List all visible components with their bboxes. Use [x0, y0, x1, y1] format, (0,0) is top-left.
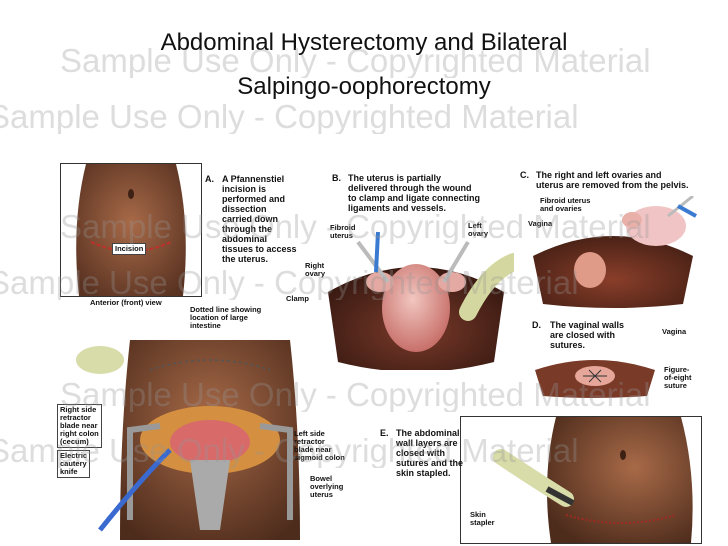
- uterus-delivery-illustration: [328, 231, 514, 370]
- incision-label: Incision: [112, 243, 147, 255]
- panel-d-letter: D.: [532, 320, 541, 330]
- panel-b-caption: The uterus is partially delivered throug…: [348, 173, 481, 213]
- panel-e-image: [460, 416, 702, 544]
- left-retractor-label: Left side retractor blade near sigmoid c…: [294, 429, 345, 462]
- right-ovary-label: Right ovary: [305, 261, 326, 278]
- panel-a-caption: A Pfannenstiel incision is performed and…: [222, 174, 297, 264]
- fibroid-ovaries-label: Fibroid uterus and ovaries: [540, 196, 591, 213]
- retractor-illustration: [76, 340, 300, 540]
- title-line-1: Abdominal Hysterectomy and Bilateral: [160, 29, 568, 56]
- dotted-line-label: Dotted line showing location of large in…: [190, 305, 262, 330]
- title-line-2: Salpingo-oophorectomy: [237, 73, 491, 100]
- panel-b-letter: B.: [332, 173, 341, 183]
- figure-of-eight-label: Figure- of-eight suture: [664, 365, 692, 390]
- panel-b-image: [318, 212, 514, 370]
- panel-e-caption: The abdominal wall layers are closed wit…: [396, 428, 464, 478]
- skin-closure-illustration: [493, 417, 693, 543]
- panel-a-letter: A.: [205, 174, 214, 184]
- panel-c-letter: C.: [520, 170, 529, 180]
- bowel-label: Bowel overlying uterus: [310, 474, 344, 499]
- panel-a-image: [60, 163, 202, 297]
- right-retractor-label: Right side retractor blade near right co…: [57, 404, 102, 448]
- vagina-label-c: Vagina: [528, 219, 553, 228]
- watermark-line-2: Sample Use Only - Copyrighted Material: [0, 100, 579, 134]
- fibroid-uterus-label-b: Fibroid uterus: [330, 223, 356, 240]
- panel-d-caption: The vaginal walls are closed with suture…: [550, 320, 625, 350]
- abdomen-illustration-a: [76, 164, 186, 296]
- left-ovary-label: Left ovary: [468, 221, 489, 238]
- panel-e-letter: E.: [380, 428, 389, 438]
- anterior-view-label: Anterior (front) view: [90, 298, 162, 307]
- panel-c-caption: The right and left ovaries and uterus ar…: [536, 170, 689, 190]
- panel-main-image: [60, 330, 310, 540]
- skin-stapler-label: Skin stapler: [470, 510, 495, 527]
- vagina-label-d: Vagina: [662, 327, 687, 336]
- ovary-removal-illustration: [533, 196, 697, 308]
- vaginal-closure-illustration: [535, 360, 655, 398]
- panel-d-image: [535, 340, 655, 398]
- clamp-label: Clamp: [286, 294, 309, 303]
- cautery-knife-label: Electric cautery knife: [57, 450, 91, 478]
- panel-c-image: [528, 196, 698, 308]
